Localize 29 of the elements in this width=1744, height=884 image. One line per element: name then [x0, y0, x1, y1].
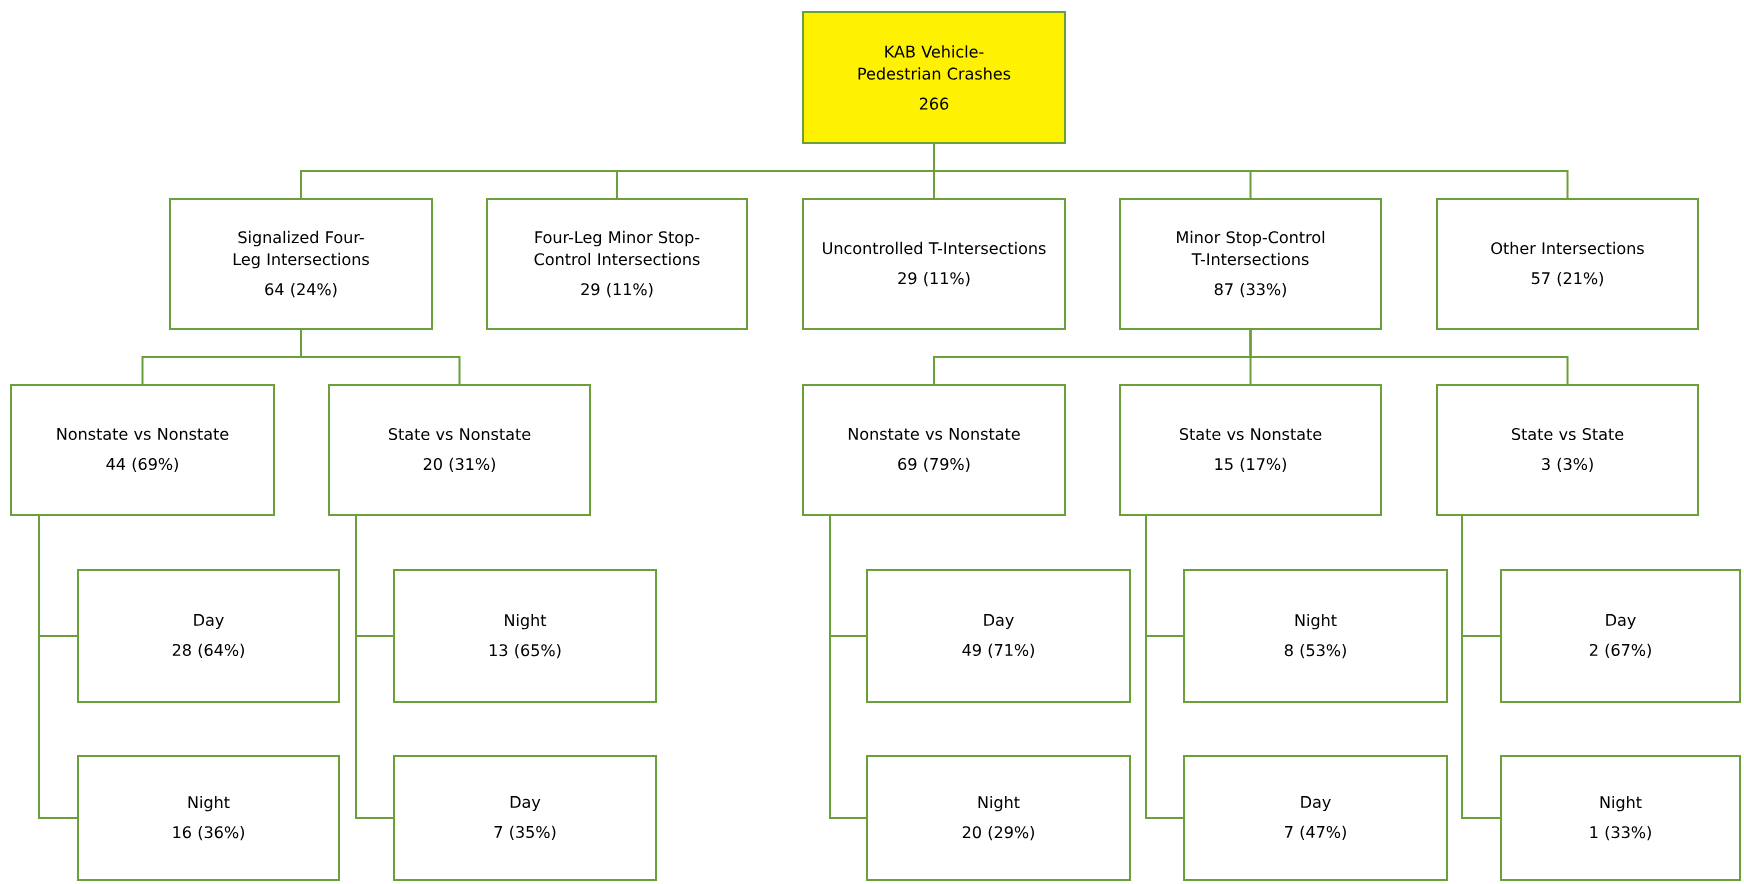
category-box: Day 49 (71%)	[866, 569, 1131, 703]
category-box: State vs State 3 (3%)	[1436, 384, 1699, 516]
connector-line	[38, 515, 78, 819]
category-box: Four-Leg Minor Stop-Control Intersections 29 (11%)	[486, 198, 748, 330]
connector-line	[829, 515, 867, 819]
category-box: Night 8 (53%)	[1183, 569, 1448, 703]
connector-line	[1461, 515, 1501, 819]
connector-line	[355, 515, 394, 819]
category-box: State vs Nonstate 20 (31%)	[328, 384, 591, 516]
category-box: Night 1 (33%)	[1500, 755, 1741, 881]
category-box: Nonstate vs Nonstate 69 (79%)	[802, 384, 1066, 516]
category-box: Day 2 (67%)	[1500, 569, 1741, 703]
category-box: Other Intersections 57 (21%)	[1436, 198, 1699, 330]
category-box: Night 20 (29%)	[866, 755, 1131, 881]
category-box: Day 28 (64%)	[77, 569, 340, 703]
category-box: Night 13 (65%)	[393, 569, 657, 703]
connector-line	[933, 143, 1569, 199]
category-box: Day 7 (35%)	[393, 755, 657, 881]
connector-line	[1249, 329, 1569, 385]
category-box: Minor Stop-Control T-Intersections 87 (33%)	[1119, 198, 1382, 330]
category-box: State vs Nonstate 15 (17%)	[1119, 384, 1382, 516]
category-box: Signalized Four-Leg Intersections 64 (24%)	[169, 198, 433, 330]
root-box: KAB Vehicle-Pedestrian Crashes 266	[802, 11, 1066, 144]
category-box: Nonstate vs Nonstate 44 (69%)	[10, 384, 275, 516]
category-box: Day 7 (47%)	[1183, 755, 1448, 881]
category-box: Uncontrolled T-Intersections 29 (11%)	[802, 198, 1066, 330]
category-box: Night 16 (36%)	[77, 755, 340, 881]
connector-line	[300, 329, 461, 385]
connector-line	[1145, 515, 1184, 819]
